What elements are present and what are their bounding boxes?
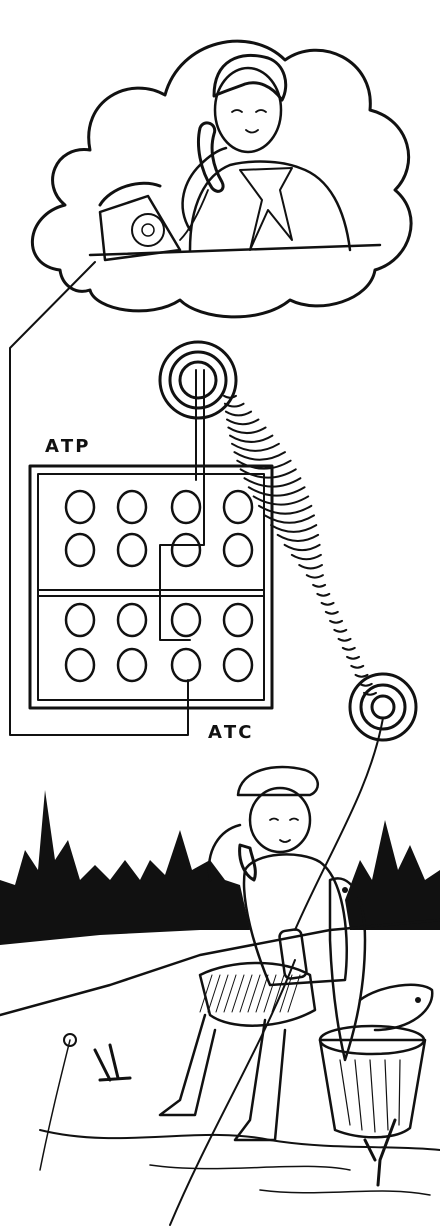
hatch-line (231, 974, 245, 1013)
socket-11 (170, 602, 202, 638)
wave-arc (231, 442, 280, 452)
wave-arc (239, 468, 297, 479)
wave-arc (233, 451, 286, 461)
forest-silhouette (0, 790, 440, 945)
fish (328, 877, 434, 1062)
wave-arc (276, 533, 320, 542)
handset-icon (278, 928, 308, 980)
desk-telephone-icon (98, 181, 209, 262)
wave-arc (223, 394, 237, 399)
wave-arc (270, 524, 318, 533)
wave-arc (354, 673, 369, 678)
wire-to-handset (169, 959, 296, 1226)
station-label-atr: АТР (45, 436, 90, 457)
hatch-line (207, 974, 221, 1013)
wave-arc (350, 664, 365, 669)
socket-9 (64, 602, 96, 638)
boy-on-phone-portrait (88, 53, 382, 257)
switch-panel (28, 464, 274, 710)
hatch-line (223, 974, 237, 1013)
wire-phone-to-panel (9, 261, 189, 736)
wave-arc (290, 553, 322, 561)
wave-arc (329, 619, 344, 624)
fishing-rod-holder (39, 1033, 397, 1187)
wave-arc (224, 410, 253, 417)
bucket (318, 1024, 427, 1139)
hatch-line (287, 974, 301, 1013)
hatch-line (239, 974, 253, 1013)
hatch-line (271, 974, 285, 1013)
socket-6 (116, 532, 148, 568)
wave-arc (341, 646, 356, 651)
wave-arc (324, 610, 339, 615)
radio-wave-beam (223, 394, 377, 696)
wave-arc (226, 418, 260, 426)
wave-arc (283, 543, 321, 552)
socket-3 (170, 489, 202, 525)
thought-cloud (31, 39, 413, 319)
socket-7 (170, 532, 202, 568)
socket-12 (222, 602, 254, 638)
hatch-line (255, 974, 269, 1013)
wave-arc (252, 495, 310, 506)
socket-15 (170, 647, 202, 683)
wave-arc (337, 637, 352, 642)
hatch-line (279, 974, 293, 1013)
wave-arc (312, 583, 327, 588)
radio-antenna-icon (294, 672, 418, 931)
fisher-boy (158, 765, 348, 1142)
hatch-line (247, 974, 261, 1013)
socket-5 (64, 532, 96, 568)
wave-arc (263, 514, 316, 524)
station-label-atc: АТС (208, 722, 253, 743)
wave-arc (320, 601, 335, 606)
socket-4 (222, 489, 254, 525)
wave-arc (247, 486, 306, 497)
socket-14 (116, 647, 148, 683)
socket-13 (64, 647, 96, 683)
wave-arc (346, 655, 361, 660)
hatch-line (263, 974, 277, 1013)
socket-16 (222, 647, 254, 683)
wave-arc (223, 402, 245, 408)
wave-arc (298, 564, 323, 570)
wave-arc (257, 504, 313, 515)
socket-8 (222, 532, 254, 568)
hatch-line (215, 974, 229, 1013)
wave-arc (229, 434, 274, 443)
wave-arc (305, 574, 324, 579)
wave-arc (333, 628, 348, 633)
hatch-line (199, 974, 213, 1013)
wave-arc (227, 426, 267, 435)
socket-10 (116, 602, 148, 638)
socket-2 (116, 489, 148, 525)
wave-arc (236, 459, 292, 470)
wave-arc (316, 592, 331, 597)
wave-arc (358, 682, 373, 687)
socket-1 (64, 489, 96, 525)
